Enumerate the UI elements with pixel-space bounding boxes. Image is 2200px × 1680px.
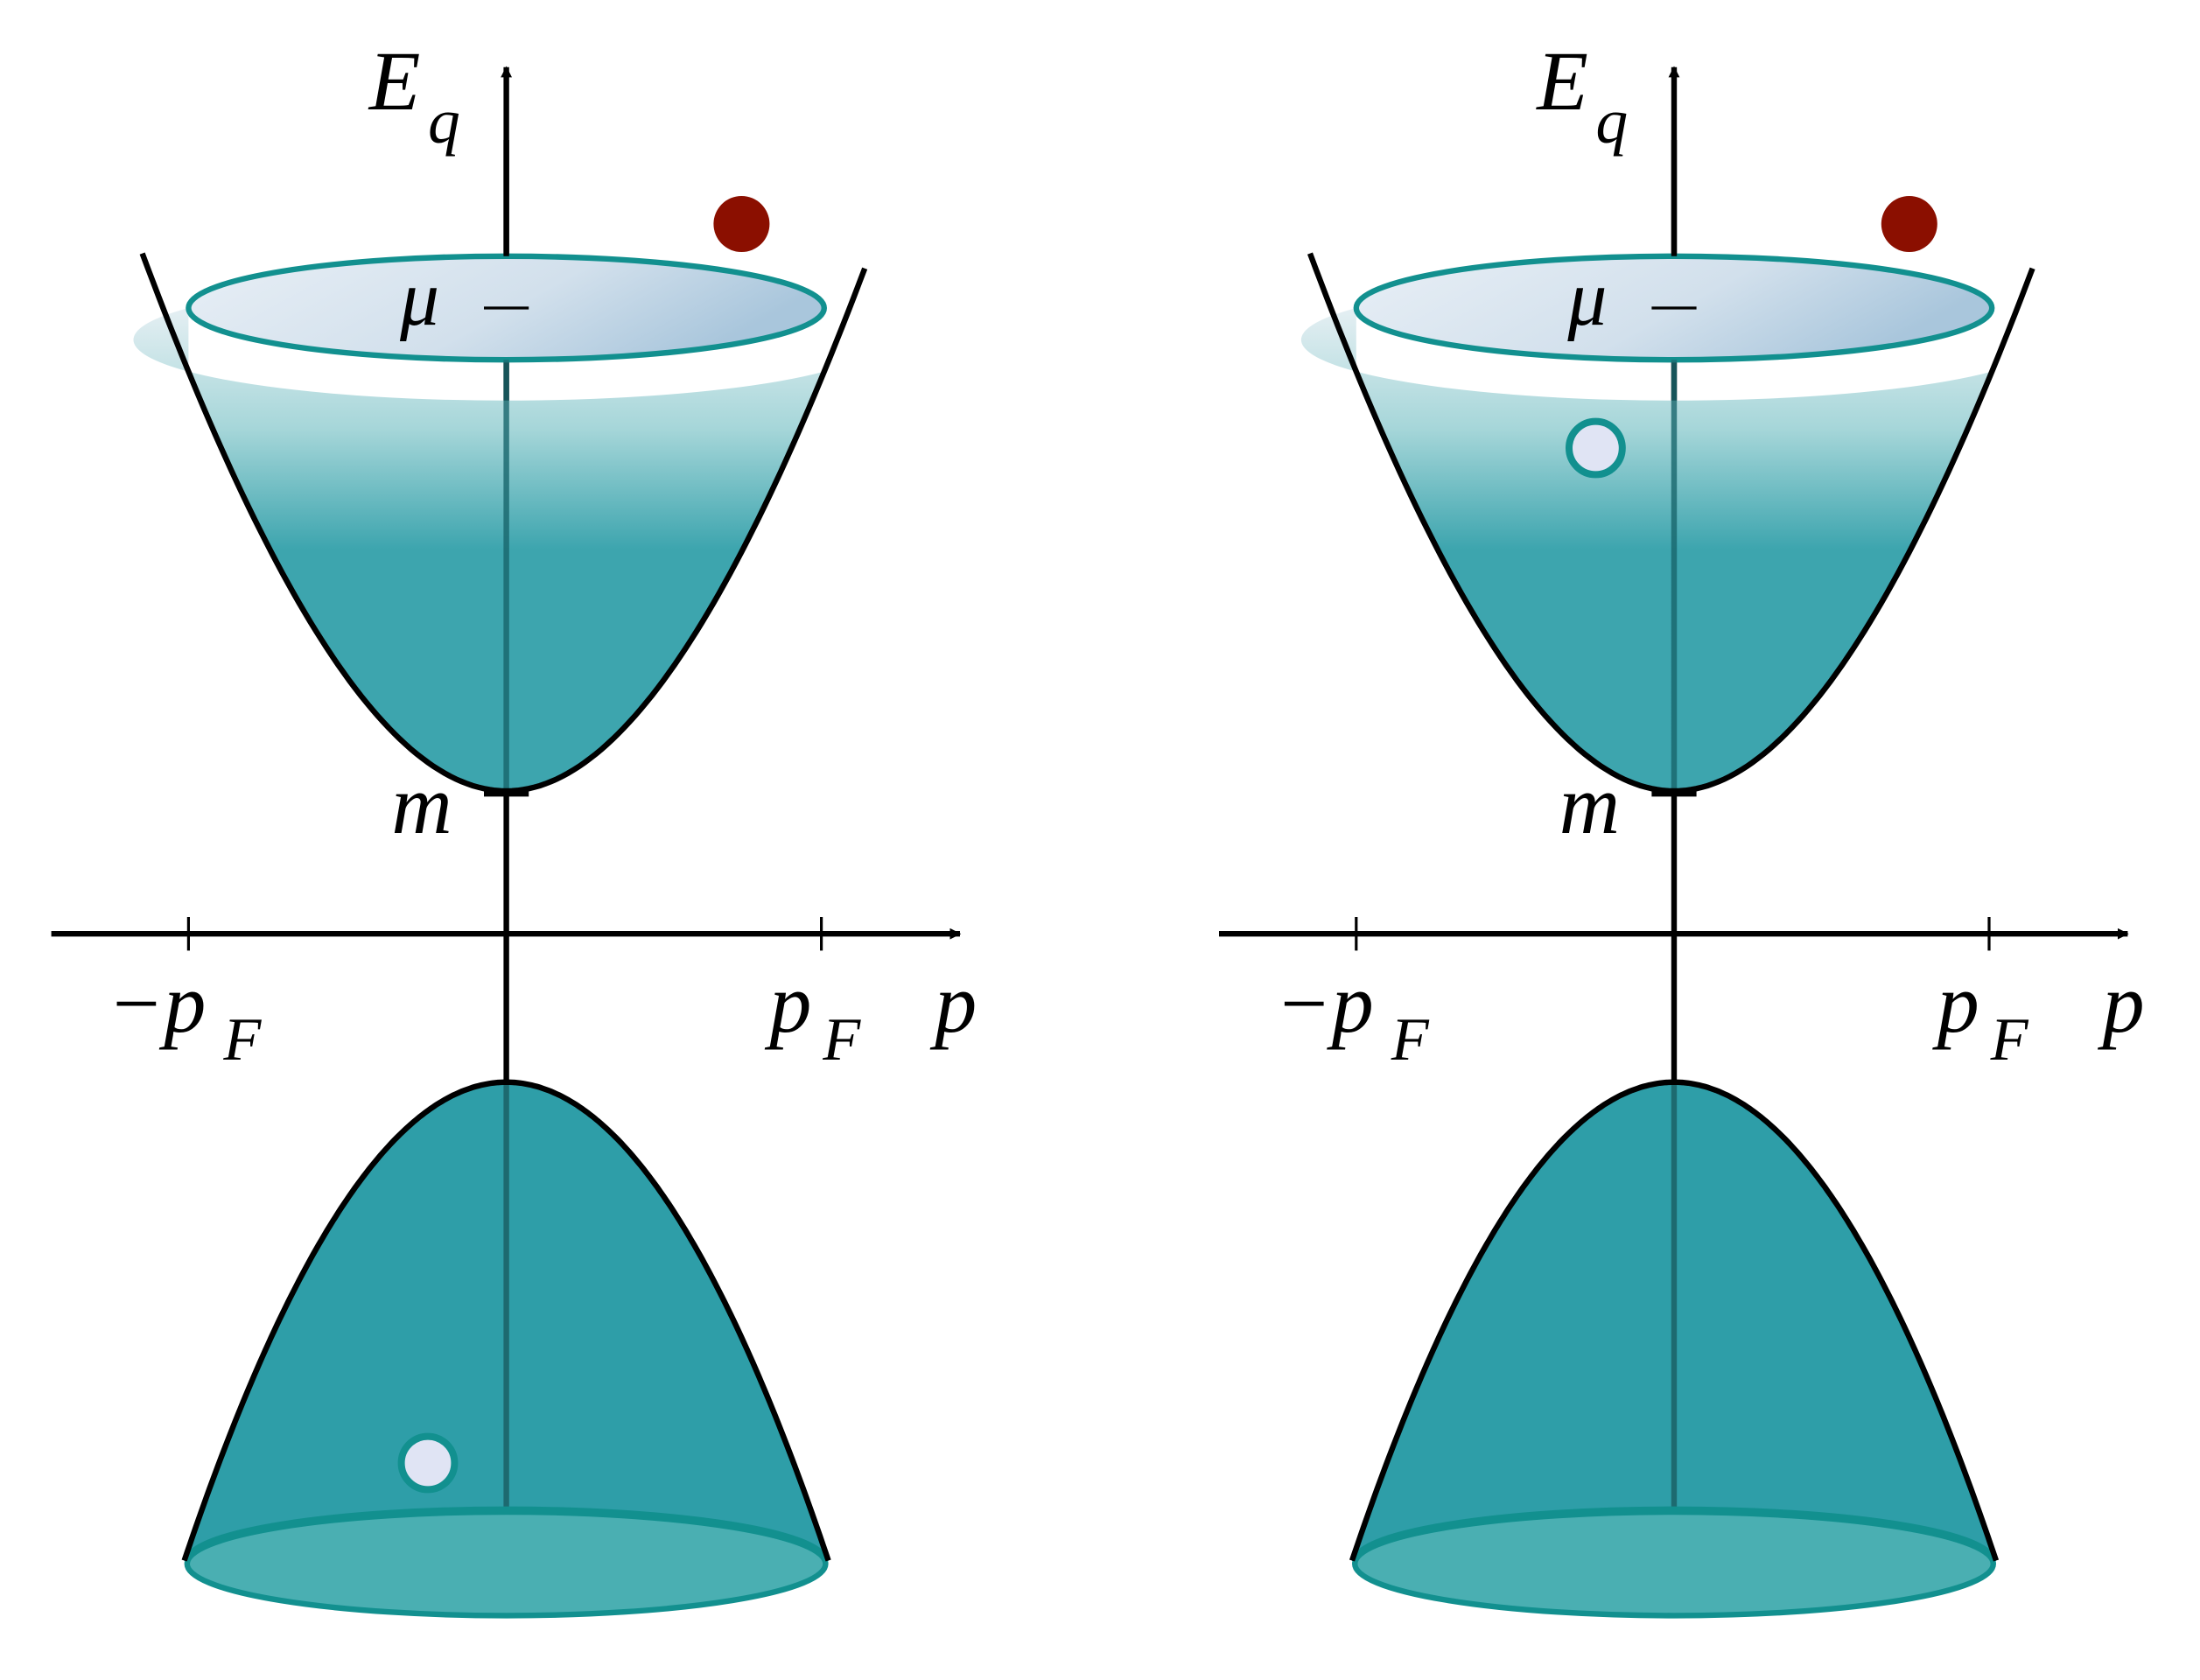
neg-pf-subscript: F bbox=[1391, 1005, 1430, 1074]
lower-band-curve bbox=[1349, 1079, 2000, 1562]
fermi-sea-fill bbox=[1300, 308, 1993, 791]
mu-label: μ bbox=[399, 256, 439, 342]
pf-subscript: F bbox=[822, 1005, 861, 1074]
hole-dot bbox=[1566, 417, 1626, 479]
electron-dot bbox=[1881, 196, 1937, 252]
neg-pf-label: −p bbox=[1275, 956, 1374, 1050]
momentum-label: p bbox=[2098, 956, 2145, 1050]
lower-band-curve bbox=[181, 1079, 831, 1562]
upper-band-curve bbox=[1307, 252, 2035, 794]
neg-pf-label: −p bbox=[108, 956, 207, 1050]
energy-subscript: q bbox=[1595, 85, 1628, 157]
fermi-sea-fill bbox=[133, 308, 824, 791]
lower-band-ellipse bbox=[184, 1508, 829, 1619]
pf-label: p bbox=[1932, 956, 1979, 1050]
energy-label: E bbox=[1535, 34, 1588, 128]
mass-label: m bbox=[391, 758, 452, 851]
neg-pf-subscript: F bbox=[222, 1005, 262, 1074]
energy-subscript: q bbox=[428, 85, 460, 157]
electron-dot bbox=[713, 196, 770, 252]
lower-band-ellipse bbox=[1352, 1508, 1996, 1619]
pf-label: p bbox=[764, 956, 811, 1050]
momentum-label: p bbox=[929, 956, 977, 1050]
upper-band-curve bbox=[139, 252, 868, 794]
pf-subscript: F bbox=[1990, 1005, 2029, 1074]
mass-label: m bbox=[1559, 758, 1620, 851]
mu-label: μ bbox=[1566, 256, 1607, 342]
energy-label: E bbox=[368, 34, 421, 128]
hole-dot bbox=[397, 1432, 459, 1494]
